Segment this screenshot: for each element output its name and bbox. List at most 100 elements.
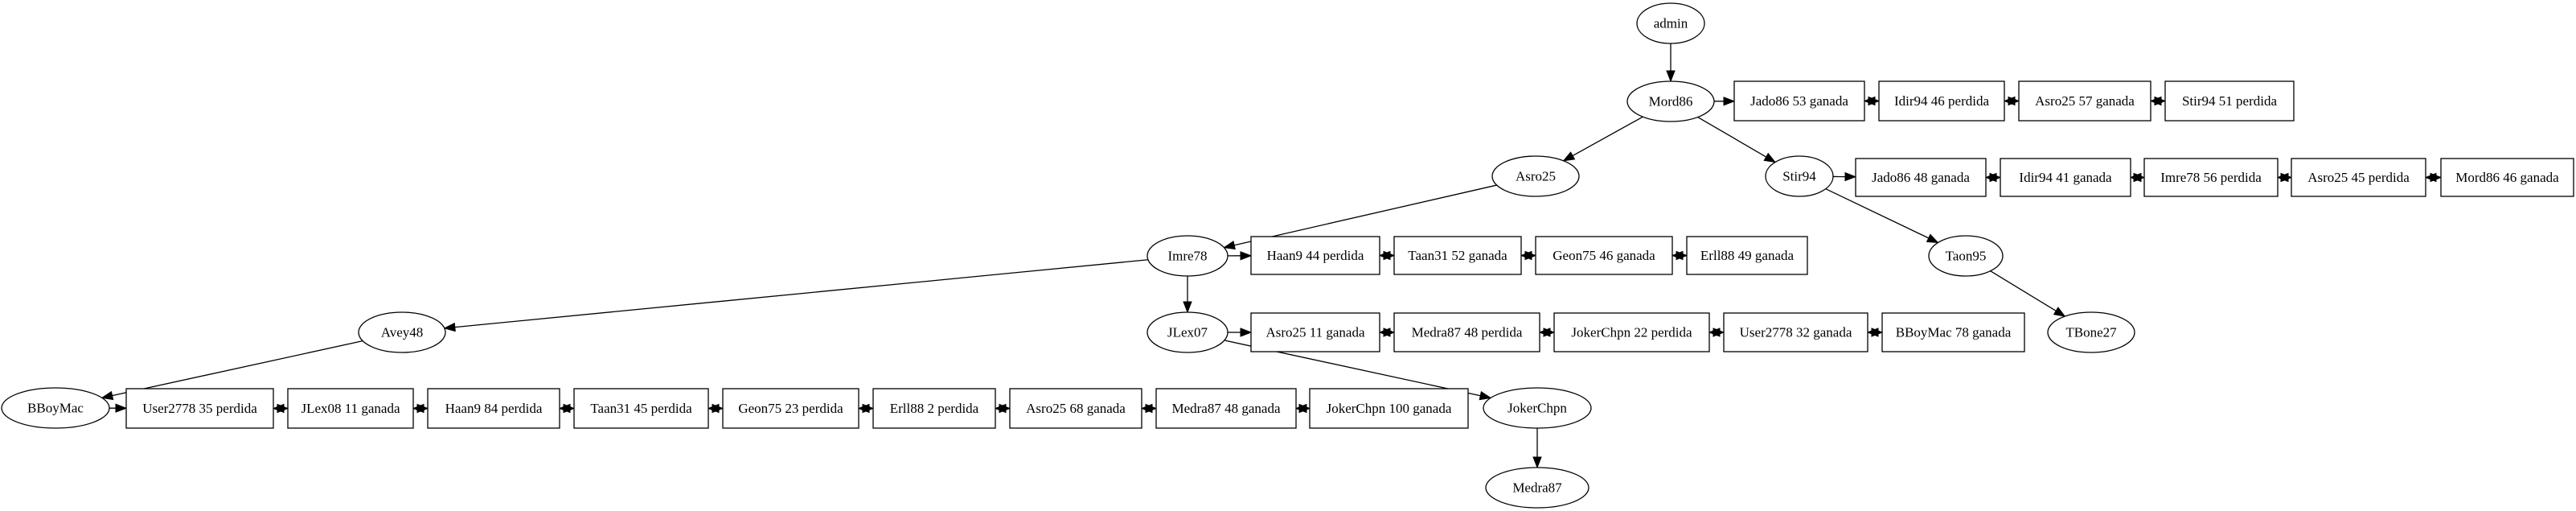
node-label: Geon75 23 perdida <box>738 401 843 416</box>
match-box <box>1686 236 1808 275</box>
node-label: Geon75 46 ganada <box>1553 248 1655 263</box>
node-label: Asro25 <box>1516 169 1556 184</box>
node-label: Erll88 2 perdida <box>890 401 979 416</box>
node-label: Jado86 53 ganada <box>1750 93 1848 109</box>
player-node-admin: admin <box>1636 2 1705 44</box>
match-box <box>872 388 996 429</box>
match-box <box>1733 80 1865 122</box>
match-box <box>1723 312 1868 352</box>
match-node-taan31-45-perdida: Taan31 45 perdida <box>573 388 709 429</box>
match-node-jokerchpn-22-perdida: JokerChpn 22 perdida <box>1553 312 1710 352</box>
match-box <box>2440 158 2574 197</box>
match-box <box>1881 312 2025 352</box>
match-box <box>125 388 274 429</box>
node-label: Idir94 41 ganada <box>2019 170 2112 185</box>
match-box <box>2143 158 2279 197</box>
player-ellipse <box>1146 235 1229 277</box>
match-node-medra87-48-ganada: Medra87 48 ganada <box>1155 388 1297 429</box>
player-ellipse <box>1146 311 1229 353</box>
match-node-jado86-53-ganada: Jado86 53 ganada <box>1733 80 1865 122</box>
edge-mord86-to-asro25-arrowhead <box>1562 151 1576 162</box>
player-node-jokerchpn: JokerChpn <box>1483 387 1592 429</box>
match-box <box>2018 80 2151 122</box>
match-node-jokerchpn-100-ganada: JokerChpn 100 ganada <box>1309 388 1469 429</box>
node-label: User2778 32 ganada <box>1740 325 1852 340</box>
match-node-idir94-41-ganada: Idir94 41 ganada <box>2000 158 2131 197</box>
match-box <box>1393 236 1522 275</box>
match-box <box>287 388 414 429</box>
node-label: TBone27 <box>2065 325 2117 340</box>
match-box <box>722 388 859 429</box>
edge-admin-to-mord86-arrowhead <box>1666 70 1676 83</box>
edge-stir94-to-taon95-arrowhead <box>1926 233 1939 244</box>
match-box <box>1155 388 1297 429</box>
node-label: Asro25 11 ganada <box>1265 325 1365 340</box>
edge-jlex07-to-j1-arrowhead <box>1240 328 1253 337</box>
match-node-asro25-68-ganada: Asro25 68 ganada <box>1009 388 1142 429</box>
match-box <box>427 388 560 429</box>
node-label: Imre78 <box>1167 249 1207 264</box>
match-node-haan9-84-perdida: Haan9 84 perdida <box>427 388 560 429</box>
edge-bboymac-to-b1-arrowhead <box>115 403 128 413</box>
player-ellipse <box>1765 155 1834 197</box>
match-node-erll88-49-ganada: Erll88 49 ganada <box>1686 236 1808 275</box>
node-label: Haan9 44 perdida <box>1267 248 1364 263</box>
edge-imre78-to-jlex07-arrowhead <box>1183 301 1192 314</box>
player-ellipse <box>1928 235 2004 277</box>
match-node-imre78-56-perdida: Imre78 56 perdida <box>2143 158 2279 197</box>
node-label: Medra87 48 perdida <box>1412 325 1523 340</box>
node-label: Medra87 <box>1512 480 1562 496</box>
match-box <box>1878 80 2005 122</box>
player-ellipse <box>1491 155 1580 197</box>
player-node-tbone27: TBone27 <box>2047 311 2135 353</box>
edge-mord86-to-stir94-arrowhead <box>1763 152 1777 163</box>
edge-imre78-to-avey48-arrowhead <box>443 322 456 332</box>
player-node-bboymac: BBoyMac <box>1 387 110 429</box>
player-ellipse <box>1485 467 1589 509</box>
match-box <box>1309 388 1469 429</box>
node-label: Taan31 52 ganada <box>1408 248 1507 263</box>
player-node-taon95: Taon95 <box>1928 235 2004 277</box>
match-node-medra87-48-perdida: Medra87 48 perdida <box>1393 312 1540 352</box>
edge-mord86-to-stir94 <box>1697 116 1767 158</box>
match-box <box>1855 158 1987 197</box>
node-label: Mord86 <box>1649 94 1693 109</box>
match-node-haan9-44-perdida: Haan9 44 perdida <box>1250 236 1380 275</box>
match-node-asro25-45-perdida: Asro25 45 perdida <box>2291 158 2426 197</box>
edge-stir94-to-taon95 <box>1825 188 1930 239</box>
match-node-geon75-23-perdida: Geon75 23 perdida <box>722 388 859 429</box>
node-label: Taan31 45 perdida <box>590 401 692 416</box>
match-node-user2778-32-ganada: User2778 32 ganada <box>1723 312 1868 352</box>
match-box <box>2164 80 2295 122</box>
player-node-imre78: Imre78 <box>1146 235 1229 277</box>
node-label: Erll88 49 ganada <box>1700 248 1795 263</box>
match-node-asro25-57-ganada: Asro25 57 ganada <box>2018 80 2151 122</box>
match-node-idir94-46-perdida: Idir94 46 perdida <box>1878 80 2005 122</box>
player-ellipse <box>1483 387 1592 429</box>
edge-avey48-to-bboymac <box>112 340 363 397</box>
edge-asro25-to-imre78-arrowhead <box>1223 241 1236 250</box>
match-box <box>1393 312 1540 352</box>
player-node-mord86: Mord86 <box>1626 80 1715 122</box>
edge-stir94-to-s1-arrowhead <box>1844 171 1857 182</box>
match-node-bboymac-78-ganada: BBoyMac 78 ganada <box>1881 312 2025 352</box>
player-ellipse <box>2047 311 2135 353</box>
edge-taon95-to-tbone27 <box>1990 270 2057 311</box>
edge-taon95-to-tbone27-arrowhead <box>2053 307 2066 317</box>
match-node-asro25-11-ganada: Asro25 11 ganada <box>1250 312 1380 352</box>
player-node-avey48: Avey48 <box>358 311 446 353</box>
match-node-mord86-46-ganada: Mord86 46 ganada <box>2440 158 2574 197</box>
match-node-geon75-46-ganada: Geon75 46 ganada <box>1535 236 1673 275</box>
node-label: JokerChpn <box>1507 401 1567 416</box>
match-node-jlex08-11-ganada: JLex08 11 ganada <box>287 388 414 429</box>
player-node-jlex07: JLex07 <box>1146 311 1229 353</box>
node-label: Idir94 46 perdida <box>1894 93 1989 109</box>
node-label: Haan9 84 perdida <box>445 401 543 416</box>
edge-imre78-to-i1-arrowhead <box>1240 251 1253 261</box>
match-box <box>1250 236 1380 275</box>
node-label: Asro25 68 ganada <box>1026 401 1126 416</box>
node-label: Stir94 <box>1782 169 1816 184</box>
match-box <box>2000 158 2131 197</box>
edge-layer <box>100 43 2443 469</box>
